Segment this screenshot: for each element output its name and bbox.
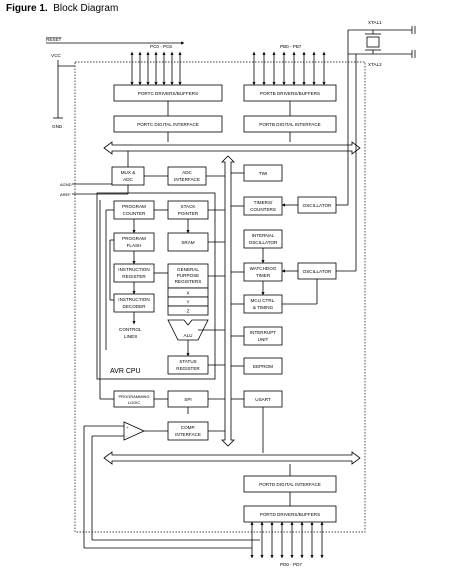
comparator-minus: - [126, 433, 128, 438]
gpr-box [167, 263, 209, 289]
internal-osc-label-2: OSCILLATOR [249, 240, 278, 245]
top-data-bus [103, 141, 361, 155]
sram-label: SRAM [181, 240, 194, 245]
mcu-ctrl-label-2: & TIMING [253, 305, 274, 310]
gpr-label-3: REGISTERS [175, 279, 202, 284]
programming-logic-label-2: LOGIC [128, 400, 141, 405]
portb-drivers-label: PORTB DRIVERS/BUFFERS [260, 91, 320, 96]
adc-interface-label-2: INTERFACE [174, 177, 200, 182]
watchdog-label-1: WATCHDOG [250, 266, 277, 271]
vcc-pin-label: VCC [51, 53, 61, 58]
avr-cpu-outline [96, 192, 216, 380]
reg-y-label: Y [186, 300, 189, 305]
figure-title: Figure 1. Block Diagram [6, 3, 118, 14]
oscillator-1-label: OSCILLATOR [303, 203, 332, 208]
portd-digital-label: PORTD DIGITAL INTERFACE [259, 482, 321, 487]
agnd-pin-label: AGND [60, 182, 72, 187]
comparator-symbol [123, 421, 145, 441]
programming-logic-label-1: PROGRAMMING [118, 394, 149, 399]
portd-drivers-label: PORTD DRIVERS/BUFFERS [260, 512, 320, 517]
chip-outline [74, 61, 366, 533]
bottom-data-bus [103, 451, 361, 465]
twi-label: TWI [259, 171, 267, 176]
control-lines-label-1: CONTROL [119, 327, 142, 332]
xtal2-pin-label: XTAL2 [368, 62, 382, 67]
central-data-bus [221, 155, 235, 447]
portb-pin-arrows [252, 51, 326, 86]
status-register-label-2: REGISTER [176, 366, 200, 371]
portb-pin-label: PB0 - PB7 [280, 44, 302, 49]
adc-interface-label-1: ADC [182, 170, 192, 175]
portc-pin-arrows [130, 51, 182, 86]
reg-z-label: Z [187, 309, 190, 314]
aref-pin-label: AREF [60, 192, 71, 197]
instruction-decoder-label-2: DECODER [123, 304, 147, 309]
portc-digital-label: PORTC DIGITAL INTERFACE [137, 122, 199, 127]
comp-interface-label-1: COMP. [181, 425, 195, 430]
xtal1-pin-label: XTAL1 [368, 20, 382, 25]
portc-drivers-label: PORTC DRIVERS/BUFFERS [138, 91, 198, 96]
portb-digital-label: PORTB DIGITAL INTERFACE [259, 122, 320, 127]
crystal-symbol [366, 36, 380, 48]
program-flash-label-2: FLASH [127, 243, 142, 248]
mcu-ctrl-label-1: MCU CTRL. [250, 298, 275, 303]
status-register-label-1: STATUS [179, 359, 196, 364]
gpr-label-2: PURPOSE [177, 273, 199, 278]
usart-label: USART [255, 397, 271, 402]
stack-pointer-label-2: POINTER [178, 211, 199, 216]
stack-pointer-label-1: STACK [181, 204, 197, 209]
mux-adc-label-2: ADC [123, 177, 133, 182]
instruction-decoder-label-1: INSTRUCTION [118, 297, 149, 302]
eeprom-label: EEPROM [253, 364, 273, 369]
instruction-register-label-2: REGISTER [122, 274, 146, 279]
alu-symbol [167, 319, 209, 341]
gpr-label-1: GENERAL [177, 267, 199, 272]
portd-pin-label: PD0 - PD7 [280, 562, 302, 567]
interrupt-label-1: INTERRUPT [250, 330, 276, 335]
program-counter-label-1: PROGRAM [122, 204, 146, 209]
reg-z-box [167, 305, 209, 316]
reg-x-label: X [186, 291, 189, 296]
oscillator-2-label: OSCILLATOR [303, 269, 332, 274]
program-counter-label-2: COUNTER [123, 211, 146, 216]
mux-adc-label-1: MUX & [121, 170, 136, 175]
figure-number: Figure 1. [6, 3, 48, 14]
figure-caption: Block Diagram [53, 3, 119, 14]
internal-osc-label-1: INTERNAL [252, 233, 275, 238]
portc-pin-label: PC0 - PC6 [150, 44, 172, 49]
avr-cpu-label: AVR CPU [110, 368, 141, 375]
reset-pin-label: RESET [46, 37, 62, 42]
gnd-pin-label: GND [52, 124, 63, 129]
alu-label: ALU [184, 333, 193, 338]
interrupt-label-2: UNIT [258, 337, 269, 342]
spi-label: SPI [184, 397, 191, 402]
timers-label-2: COUNTERS [250, 207, 276, 212]
comp-interface-label-2: INTERFACE [175, 432, 201, 437]
timers-label-1: TIMERS/ [254, 200, 273, 205]
comparator-plus: + [126, 425, 129, 430]
control-lines-label-2: LINES [124, 334, 137, 339]
watchdog-label-2: TIMER [256, 273, 271, 278]
program-flash-label-1: PROGRAM [122, 236, 146, 241]
portd-pin-arrows [250, 521, 324, 559]
instruction-register-label-1: INSTRUCTION [118, 267, 149, 272]
